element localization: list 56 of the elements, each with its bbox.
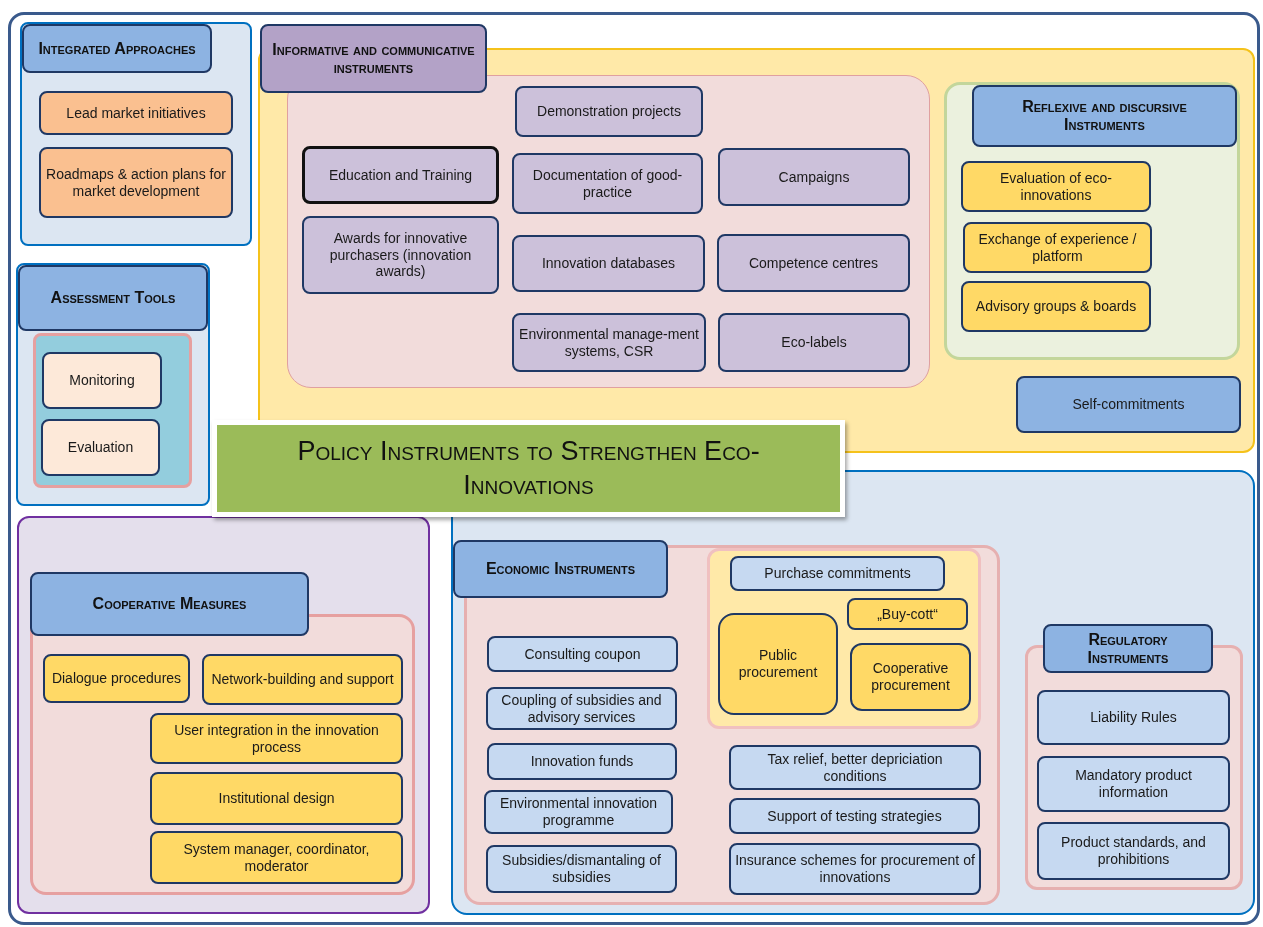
instrument-box: Environmental manage-ment systems, CSR	[512, 313, 706, 372]
instrument-box: Advisory groups & boards	[961, 281, 1151, 332]
instrument-box: Education and Training	[302, 146, 499, 204]
instrument-box: System manager, coordinator, moderator	[150, 831, 403, 884]
section-heading: Regulatory Instruments	[1043, 624, 1213, 673]
section-heading: Economic Instruments	[453, 540, 668, 598]
group-panel	[464, 545, 1000, 905]
instrument-box: Mandatory product information	[1037, 756, 1230, 812]
instrument-box: „Buy-cott“	[847, 598, 968, 630]
instrument-box: Liability Rules	[1037, 690, 1230, 745]
instrument-box: Lead market initiatives	[39, 91, 233, 135]
section-heading: Integrated Approaches	[22, 24, 212, 73]
group-panel	[287, 75, 930, 388]
group-panel	[17, 516, 430, 914]
section-heading: Cooperative Measures	[30, 572, 309, 636]
instrument-box: Support of testing strategies	[729, 798, 980, 834]
instrument-box: Monitoring	[42, 352, 162, 409]
instrument-box: Campaigns	[718, 148, 910, 206]
instrument-box: Demonstration projects	[515, 86, 703, 137]
group-panel	[16, 263, 210, 506]
instrument-box: Competence centres	[717, 234, 910, 292]
instrument-box: Evaluation	[41, 419, 160, 476]
group-panel	[451, 470, 1255, 915]
instrument-box: Network-building and support	[202, 654, 403, 705]
instrument-box: Product standards, and prohibitions	[1037, 822, 1230, 880]
instrument-box: Coupling of subsidies and advisory services	[486, 687, 677, 730]
instrument-box: Public procurement	[718, 613, 838, 715]
instrument-box: Institutional design	[150, 772, 403, 825]
instrument-box: Exchange of experience / platform	[963, 222, 1152, 273]
instrument-box: Self-commitments	[1016, 376, 1241, 433]
group-panel	[707, 548, 981, 729]
instrument-box: Roadmaps & action plans for market development	[39, 147, 233, 218]
instrument-box: Cooperative procurement	[850, 643, 971, 711]
group-panel	[33, 333, 192, 488]
instrument-box: Environmental innovation programme	[484, 790, 673, 834]
section-heading: Informative and communicative instruments	[260, 24, 487, 93]
group-panel	[944, 82, 1240, 360]
instrument-box: Innovation funds	[487, 743, 677, 780]
instrument-box: Consulting coupon	[487, 636, 678, 672]
title-banner: Policy Instruments to Strengthen Eco-Innovations	[212, 420, 845, 517]
section-heading: Assessment Tools	[18, 265, 208, 331]
group-panel	[30, 614, 415, 895]
instrument-box: Purchase commitments	[730, 556, 945, 591]
instrument-box: Documentation of good-practice	[512, 153, 703, 214]
group-panel	[20, 22, 252, 246]
instrument-box: Insurance schemes for procurement of innovations	[729, 843, 981, 895]
group-panel	[1025, 645, 1243, 890]
section-heading: Reflexive and discursive Instruments	[972, 85, 1237, 147]
instrument-box: Evaluation of eco-innovations	[961, 161, 1151, 212]
instrument-box: Eco-labels	[718, 313, 910, 372]
instrument-box: Dialogue procedures	[43, 654, 190, 703]
instrument-box: Innovation databases	[512, 235, 705, 292]
instrument-box: Awards for innovative purchasers (innovation awards)	[302, 216, 499, 294]
instrument-box: User integration in the innovation process	[150, 713, 403, 764]
instrument-box: Subsidies/dismantaling of subsidies	[486, 845, 677, 893]
instrument-box: Tax relief, better depriciation conditions	[729, 745, 981, 790]
